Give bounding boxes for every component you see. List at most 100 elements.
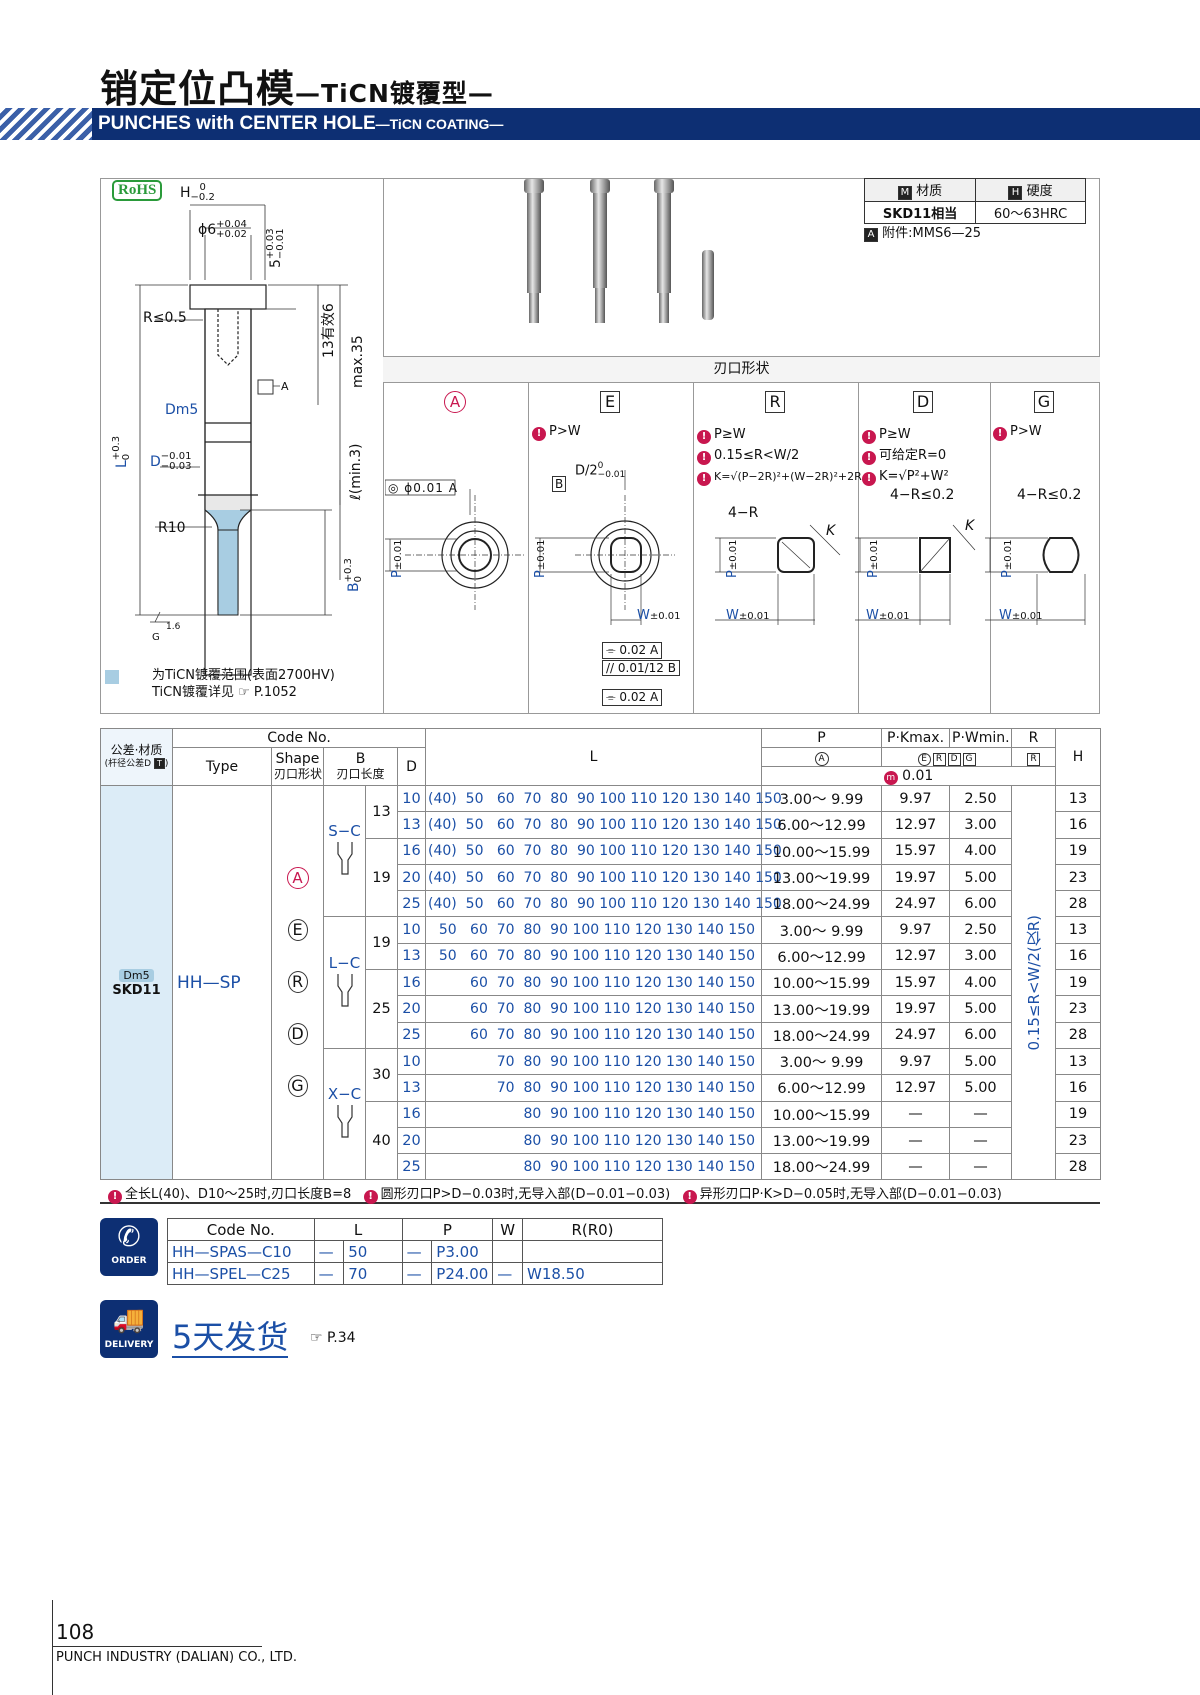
d-cell: 16 (396, 969, 427, 997)
dim-ell: ℓ(min.3) (348, 443, 364, 500)
pw-cell: 5.00 (949, 1047, 1013, 1076)
p-cell: 18.00～24.99 (761, 1021, 883, 1049)
order-icon: ✆ORDER (100, 1218, 158, 1276)
l-cell: 70 80 90 100 110 120 130 140 150 (425, 1074, 763, 1102)
h-cell: 23 (1055, 1126, 1102, 1155)
pw-cell: 5.00 (949, 1074, 1013, 1102)
pw-cell: 4.00 (949, 969, 1013, 997)
shape-r-label: R (765, 391, 785, 413)
spec-material: SKD11相当 (863, 201, 977, 224)
english-title: PUNCHES with CENTER HOLE—TiCN COATING— (98, 113, 504, 134)
cond-e: !P>W (532, 424, 581, 441)
p-cell: 18.00～24.99 (761, 1153, 883, 1181)
pk-cell: 15.97 (881, 837, 951, 865)
l-cell: 60 70 80 90 100 110 120 130 140 150 (425, 969, 763, 997)
pk-cell: — (881, 1126, 951, 1155)
company-name: PUNCH INDUSTRY (DALIAN) CO., LTD. (56, 1650, 297, 1665)
table-notes: !全长L(40)、D10～25时,刃口长度B=8 !圆形刃口P>D−0.03时,… (100, 1183, 1100, 1204)
d-cell: 13 (396, 942, 427, 971)
p-cell: 10.00～15.99 (761, 837, 883, 865)
order-code: HH—SPEL—C25 (167, 1262, 315, 1285)
divider (990, 382, 991, 714)
spec-header-hardness: H 硬度 (975, 178, 1086, 202)
order-h-w: W (492, 1218, 523, 1241)
spec-hardness: 60～63HRC (975, 201, 1086, 224)
header-h: H (1055, 728, 1102, 786)
header-type: Type (172, 747, 272, 786)
shape-e-label: E (600, 391, 620, 413)
header-pw: P·Wmin. (949, 728, 1013, 748)
e-d2-dim: D/20−0.01 (575, 461, 626, 480)
pk-cell: 9.97 (881, 916, 951, 944)
order-l: 50 (343, 1240, 403, 1263)
pw-cell: 6.00 (949, 890, 1013, 918)
l-cell: 50 60 70 80 90 100 110 120 130 140 150 (425, 942, 763, 971)
h-cell: 19 (1055, 969, 1102, 997)
pw-cell: 5.00 (949, 995, 1013, 1023)
l-cell: (40) 50 60 70 80 90 100 110 120 130 140 … (425, 863, 782, 892)
r-k: K (826, 523, 836, 539)
order-dash: — (401, 1262, 433, 1285)
g-w-dim: W±0.01 (999, 608, 1043, 623)
p-cell: 6.00～12.99 (761, 811, 883, 839)
order-l: 70 (343, 1262, 403, 1285)
l-cell: (40) 50 60 70 80 90 100 110 120 130 140 … (425, 837, 782, 865)
l-cell: 60 70 80 90 100 110 120 130 140 150 (425, 1021, 763, 1049)
divider (383, 178, 384, 714)
order-dash: — (492, 1262, 523, 1285)
shape-section-title: 刃口形状 (383, 357, 1100, 382)
delivery-text: 5天发货 (172, 1318, 289, 1358)
order-p: P3.00 (431, 1240, 494, 1263)
pw-cell: — (949, 1100, 1013, 1128)
p-cell: 10.00～15.99 (761, 969, 883, 997)
d-cell: 25 (396, 890, 427, 918)
d-cell: 20 (396, 1126, 427, 1155)
shape-code-e: E (287, 918, 308, 941)
dim-eff13: 13有效6 (321, 303, 337, 358)
order-h-p: P (401, 1218, 494, 1241)
h-cell: 13 (1055, 784, 1102, 813)
l-cell: 80 90 100 110 120 130 140 150 (425, 1100, 763, 1128)
tol-frame-a: ◎ ϕ0.01 A (388, 481, 458, 495)
l-cell: (40) 50 60 70 80 90 100 110 120 130 140 … (425, 784, 782, 813)
title-suffix: —TiCN镀覆型— (295, 79, 494, 108)
l-cell: 80 90 100 110 120 130 140 150 (425, 1126, 763, 1155)
h-cell: 28 (1055, 1021, 1102, 1049)
d-cell: 25 (396, 1021, 427, 1049)
p-cell: 3.00～ 9.99 (761, 1047, 883, 1076)
b-value: 13 (365, 785, 398, 839)
r-range-cell: 0.15≤R<W/2(仅R) (1011, 784, 1057, 1181)
p-cell: 13.00～19.99 (761, 1126, 883, 1155)
group-name: L−C (328, 953, 361, 972)
h-cell: 16 (1055, 1074, 1102, 1102)
shape-d-label: D (913, 391, 933, 413)
g-corner: 4−R≤0.2 (1017, 487, 1082, 503)
pk-cell: — (881, 1100, 951, 1128)
pk-cell: 9.97 (881, 784, 951, 813)
header-unit: m 0.01 (761, 766, 1057, 786)
page-title: 销定位凸模—TiCN镀覆型— (100, 67, 494, 111)
group-name: X−C (327, 1085, 362, 1104)
footer-rule (52, 1600, 53, 1695)
shape-code-g: G (287, 1074, 308, 1097)
h-cell: 28 (1055, 1153, 1102, 1181)
header-r-shape: R (1011, 747, 1057, 767)
pk-cell: 9.97 (881, 1047, 951, 1076)
d-cell: 13 (396, 811, 427, 839)
dim-5: 5+0.03−0.01 (265, 228, 286, 268)
l-cell: 70 80 90 100 110 120 130 140 150 (425, 1047, 763, 1076)
d-cell: 20 (396, 863, 427, 892)
divider (528, 382, 529, 714)
g-p-dim: P±0.01 (1000, 539, 1015, 579)
pk-cell: — (881, 1153, 951, 1181)
h-cell: 19 (1055, 1100, 1102, 1128)
e-w-dim: W±0.01 (637, 608, 681, 623)
